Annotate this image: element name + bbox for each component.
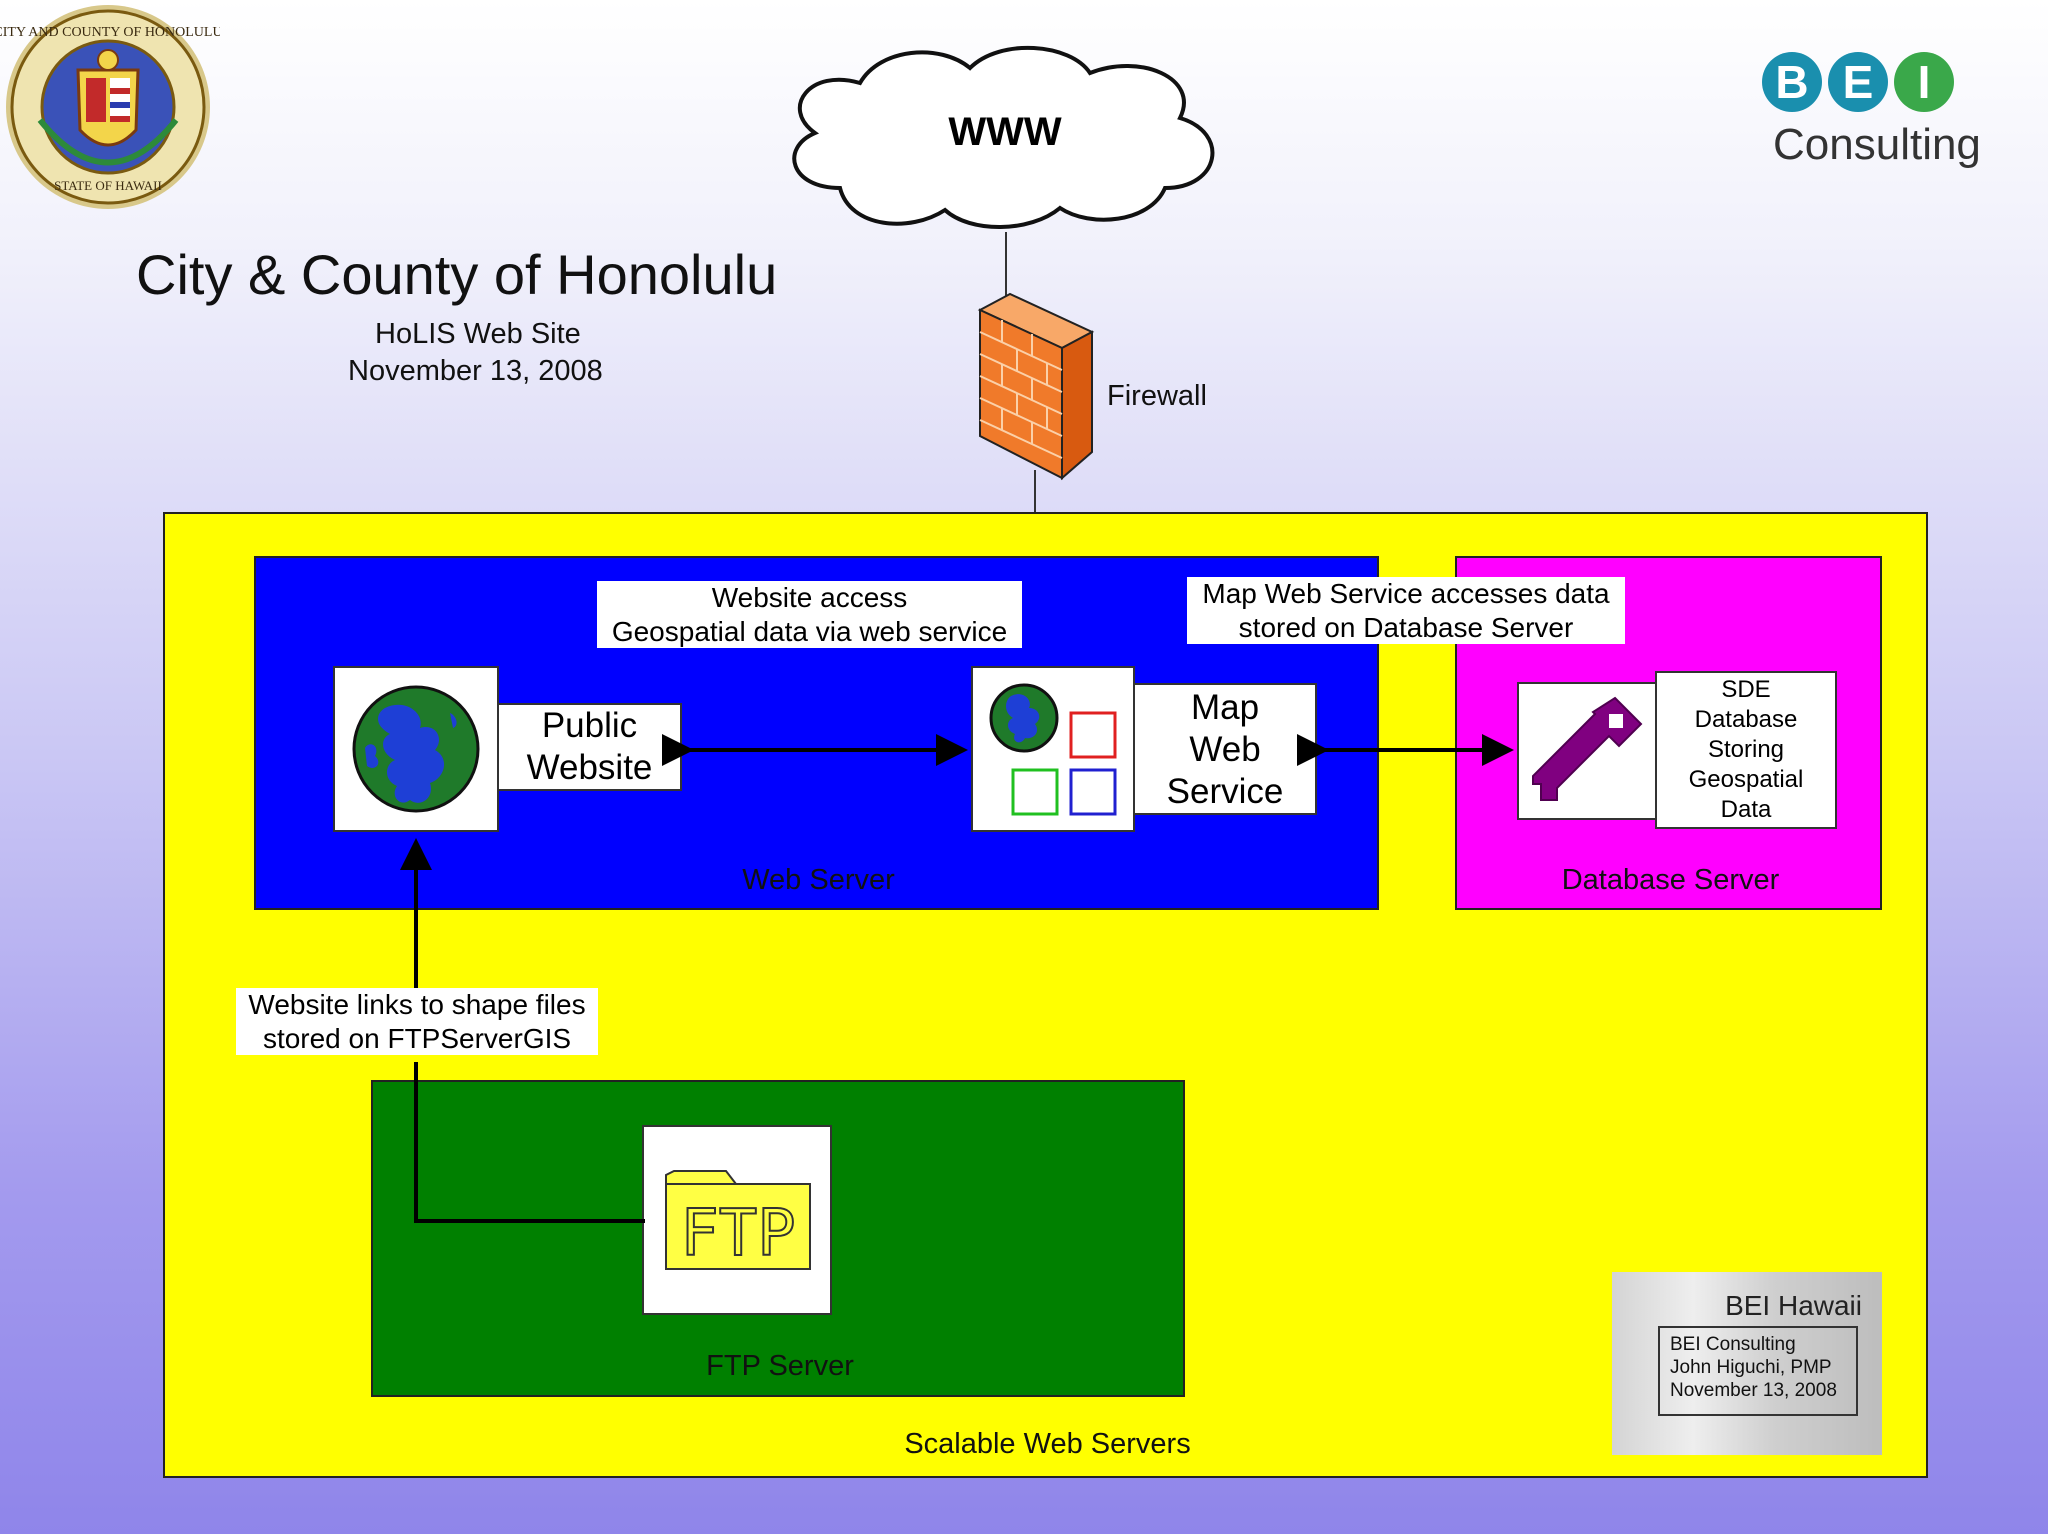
stamp-line-2: John Higuchi, PMP <box>1670 1356 1832 1378</box>
scalable-zone-label: Scalable Web Servers <box>904 1428 1191 1460</box>
sde-line-5: Data <box>1720 796 1772 823</box>
sde-line-2: Database <box>1694 706 1798 733</box>
key-icon <box>1532 696 1643 801</box>
map-web-service-line-1: Map <box>1190 688 1260 727</box>
public-website-line-2: Website <box>526 748 653 787</box>
map-web-service-icon-card <box>971 666 1135 832</box>
annotation-ftp-links-line-2: stored on FTPServerGIS <box>262 1022 572 1054</box>
database-server-label: Database Server <box>1561 864 1780 896</box>
logo-letter-e: E <box>1828 52 1888 112</box>
cloud-icon <box>792 45 1215 229</box>
web-server-label: Web Server <box>742 864 895 896</box>
page-title: City & County of Honolulu <box>136 243 778 306</box>
annotation-map-service-line-2: stored on Database Server <box>1238 611 1574 643</box>
sde-line-3: Storing <box>1707 736 1785 763</box>
stamp-line-3: November 13, 2008 <box>1670 1379 1837 1401</box>
public-website-label: Public Website <box>497 703 682 791</box>
firewall <box>972 292 1098 482</box>
city-seal: CITY AND COUNTY OF HONOLULU STATE OF HAW… <box>0 0 223 215</box>
map-service-icon <box>989 683 1117 816</box>
cloud-label: WWW <box>948 110 1062 154</box>
stamp-title: BEI Hawaii <box>1725 1290 1862 1321</box>
firewall-icon <box>977 292 1095 481</box>
sde-line-1: SDE <box>1721 676 1771 703</box>
www-cloud: WWW <box>770 38 1240 238</box>
annotation-ftp-links-line-1: Website links to shape files <box>248 989 586 1020</box>
logo-word: Consulting <box>1773 120 1981 169</box>
sde-database-label: SDE Database Storing Geospatial Data <box>1655 671 1837 829</box>
logo-letter-i: I <box>1894 52 1954 112</box>
map-web-service-label: Map Web Service <box>1133 683 1317 815</box>
annotation-website-access-line-1: Website access <box>711 582 908 613</box>
public-website-icon-card <box>333 666 499 832</box>
public-website-line-1: Public <box>541 706 638 745</box>
seal-image: CITY AND COUNTY OF HONOLULU STATE OF HAW… <box>0 5 223 209</box>
stamp-details: BEI Consulting John Higuchi, PMP Novembe… <box>1658 1326 1858 1416</box>
svg-text:STATE OF HAWAII: STATE OF HAWAII <box>54 178 162 193</box>
svg-text:CITY AND COUNTY OF HONOLULU: CITY AND COUNTY OF HONOLULU <box>0 25 220 40</box>
sde-line-4: Geospatial <box>1688 766 1804 793</box>
map-web-service-line-2: Web <box>1189 730 1261 769</box>
annotation-website-access-line-2: Geospatial data via web service <box>611 615 1008 647</box>
ftp-server-label: FTP Server <box>706 1350 854 1382</box>
bei-hawaii-stamp: BEI Hawaii BEI Consulting John Higuchi, … <box>1612 1272 1882 1455</box>
ftp-icon-card: FTP <box>642 1125 832 1315</box>
ftp-icon-text: FTP <box>680 1197 796 1271</box>
annotation-website-access: Website access Geospatial data via web s… <box>597 581 1022 649</box>
page-subtitle: HoLIS Web Site <box>375 318 581 350</box>
page-date: November 13, 2008 <box>348 355 603 387</box>
annotation-ftp-links: Website links to shape files stored on F… <box>236 988 598 1056</box>
bei-logo: B E I Consulting <box>1755 48 1995 178</box>
map-web-service-line-3: Service <box>1166 772 1284 811</box>
firewall-label: Firewall <box>1107 380 1207 412</box>
ftp-folder-icon: FTP <box>665 1170 811 1272</box>
sde-database-icon-card <box>1517 682 1657 820</box>
logo-letter-b: B <box>1762 52 1822 112</box>
annotation-map-service-line-1: Map Web Service accesses data <box>1202 578 1610 609</box>
annotation-map-service-access: Map Web Service accesses data stored on … <box>1187 577 1625 645</box>
stamp-line-1: BEI Consulting <box>1670 1334 1796 1355</box>
globe-icon <box>352 685 480 813</box>
